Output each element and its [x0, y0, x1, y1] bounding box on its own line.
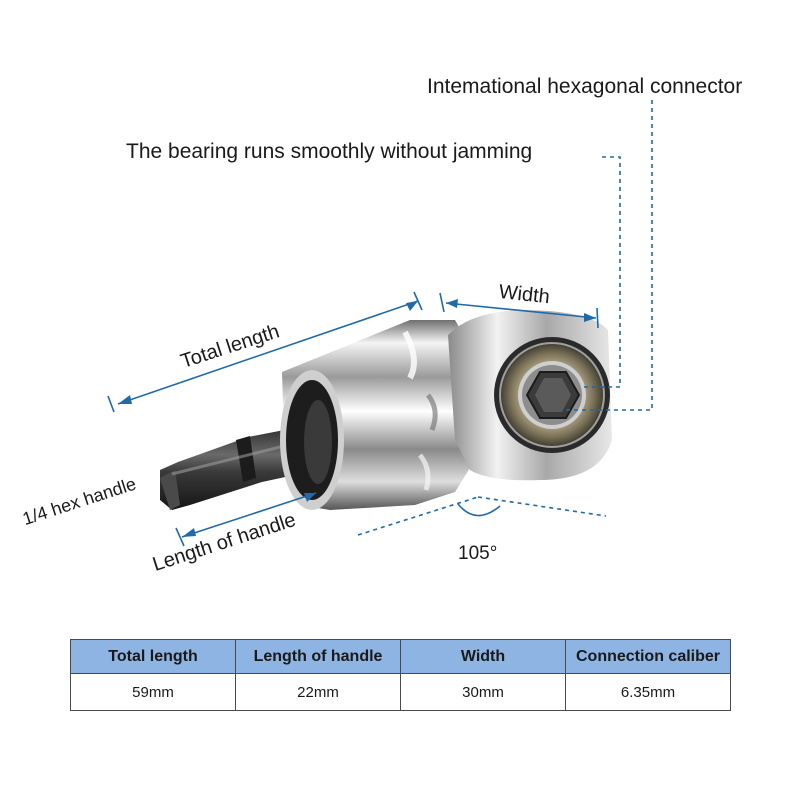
spec-header-cell: Total length [70, 639, 236, 674]
spec-value-cell: 30mm [400, 673, 566, 711]
connector-label: Intemational hexagonal connector [427, 75, 743, 98]
spec-header-cell: Width [400, 639, 566, 674]
spec-table: Total length Length of handle Width Conn… [70, 639, 731, 711]
spec-value-cell: 22mm [235, 673, 401, 711]
angle-label: 105° [458, 543, 498, 564]
spec-header-cell: Length of handle [235, 639, 401, 674]
bearing-label: The bearing runs smoothly without jammin… [126, 140, 533, 163]
spec-value-cell: 6.35mm [565, 673, 731, 711]
spec-value-cell: 59mm [70, 673, 236, 711]
spec-value-row: 59mm 22mm 30mm 6.35mm [70, 673, 731, 711]
spec-header-cell: Connection caliber [565, 639, 731, 674]
spec-header-row: Total length Length of handle Width Conn… [70, 639, 731, 674]
